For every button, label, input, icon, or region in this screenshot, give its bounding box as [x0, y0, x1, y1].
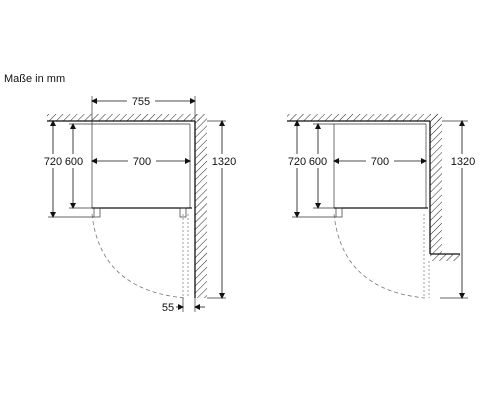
left-top-wall: [47, 114, 200, 122]
left-diagram: 755 720 600 700 1320: [43, 94, 238, 314]
left-door-swing-arc: [91, 213, 186, 299]
right-top-wall: [287, 114, 440, 122]
left-dim-width-total: 755: [91, 94, 196, 124]
right-niche-height-label: 1320: [451, 156, 475, 168]
right-side-wall: [429, 114, 460, 261]
right-door-swing-arc: [333, 213, 426, 299]
right-dim-depth-inner: 700: [333, 154, 427, 168]
right-diagram: 720 600 700 1320: [287, 114, 478, 299]
right-height-inner-label: 600: [309, 156, 327, 168]
right-dim-niche-height: 1320: [440, 120, 478, 299]
left-dim-height-inner: 600: [63, 123, 92, 209]
right-dim-height-inner: 600: [307, 123, 334, 209]
left-side-wall: [194, 114, 207, 298]
left-height-total-label: 720: [44, 156, 62, 168]
left-dim-depth-inner: 700: [91, 154, 191, 168]
right-depth-inner-label: 700: [371, 156, 389, 168]
right-height-total-label: 720: [288, 156, 306, 168]
left-height-inner-label: 600: [65, 156, 83, 168]
left-width-total-label: 755: [132, 96, 150, 108]
left-depth-inner-label: 700: [133, 156, 151, 168]
right-dim-height-total: 720: [287, 120, 336, 218]
left-niche-height-label: 1320: [212, 156, 236, 168]
left-dim-height-total: 720: [43, 120, 94, 218]
left-cabinet: [91, 123, 192, 218]
right-cabinet: [333, 123, 428, 218]
unit-label: Maße in mm: [4, 73, 66, 85]
left-clearance-label: 55: [162, 302, 174, 314]
left-dim-clearance: 55: [162, 298, 205, 314]
left-dim-niche-height: 1320: [207, 120, 238, 299]
